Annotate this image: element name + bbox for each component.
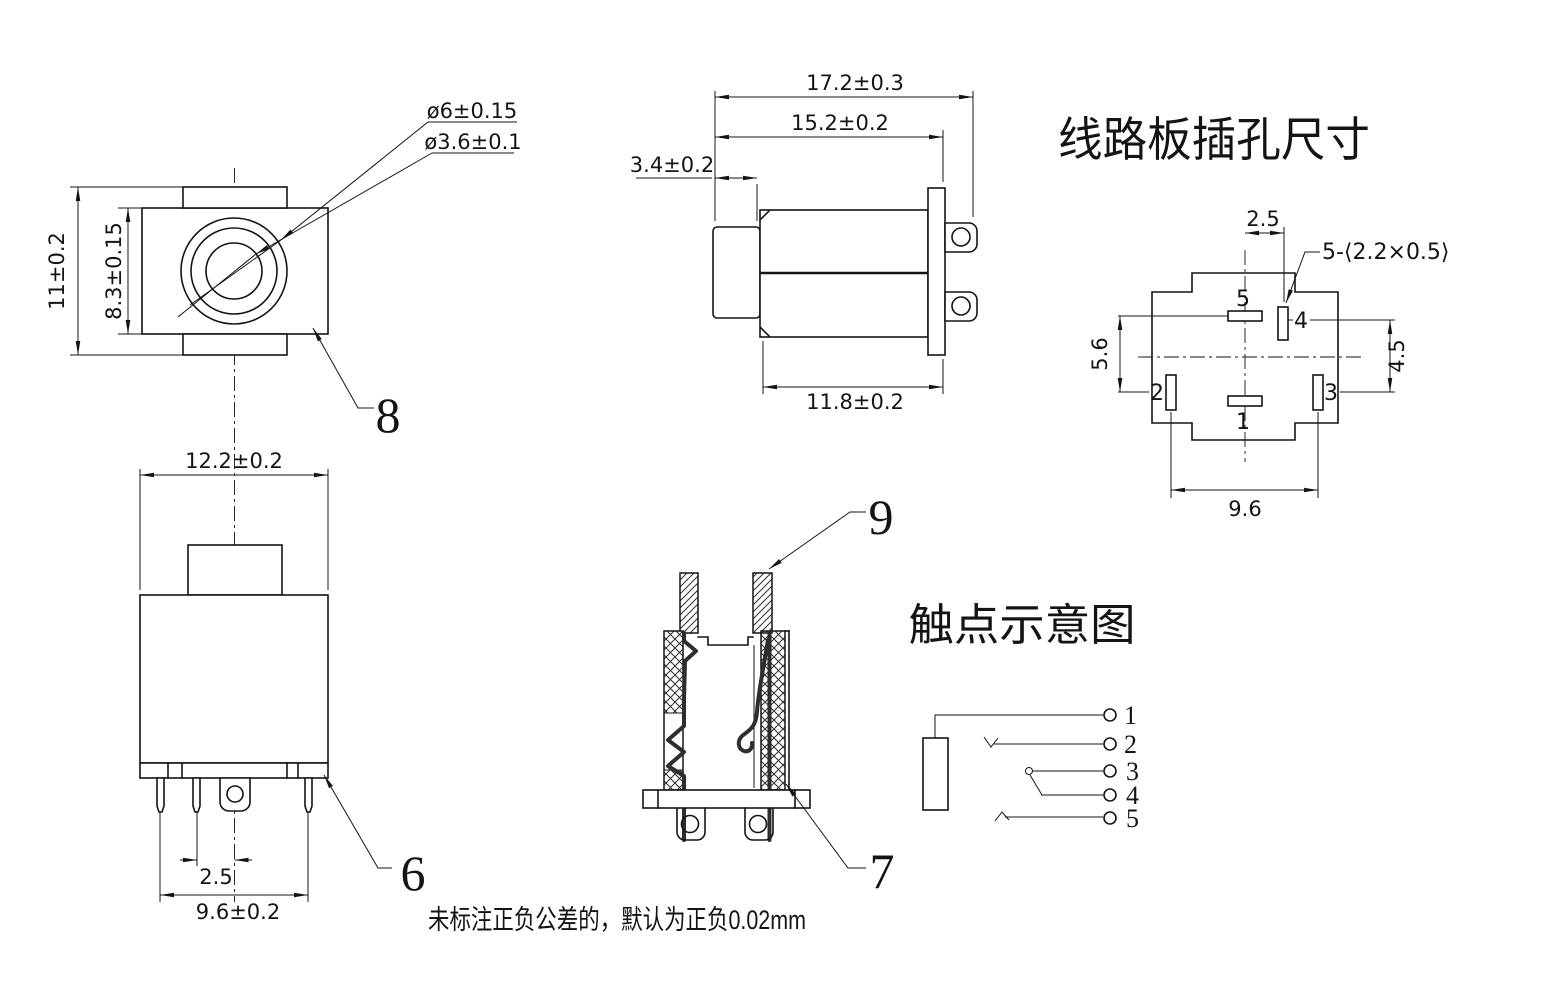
side-bushing [712, 226, 761, 319]
pin-mid [192, 777, 201, 813]
front-bottom-boss [182, 333, 288, 356]
terminal4-label: 4 [1126, 781, 1139, 810]
center-tab-hole [226, 785, 244, 803]
slot-pin3 [1312, 374, 1324, 411]
dim-text-inner-dia: ø3.6±0.1 [424, 130, 521, 154]
dim-text-pcb-right: 4.5 [1385, 339, 1409, 372]
dim-text-total: 17.2±0.3 [806, 71, 904, 95]
front-inner-circle [205, 242, 263, 300]
section-left-contact-spring [666, 631, 698, 842]
leader-part-9 [768, 511, 866, 570]
part-label-9: 9 [869, 489, 894, 545]
dim-text-inner-height: 8.3±0.15 [102, 222, 126, 320]
chamfer-mark [759, 209, 771, 221]
dim-text-pcb-bottom: 9.6 [1228, 497, 1261, 521]
section-right-lug [744, 807, 774, 841]
slot-pin2 [1165, 374, 1177, 411]
front-middle-circle [190, 227, 278, 315]
pin-left [156, 777, 165, 813]
section-right-lug-hole [748, 814, 768, 834]
pcb-pin2-label: 2 [1150, 381, 1164, 406]
front-view: 11±0.2 8.3±0.15 ø6±0.15 ø3.6±0.1 8 [45, 99, 522, 902]
side-top-lug [944, 222, 978, 253]
terminal2-spring-notch [983, 736, 999, 748]
leader-part-6 [323, 774, 392, 869]
side-view: 17.2±0.3 15.2±0.2 3.4±0.2 11.8±0.2 [630, 71, 978, 414]
contact-view-title: 触点示意图 [909, 601, 1136, 650]
switch-lever [1029, 774, 1043, 796]
section-pin-seat [697, 636, 754, 646]
terminal1-circle [1103, 708, 1117, 722]
terminal4-circle [1103, 788, 1117, 802]
slot-pin4 [1277, 306, 1289, 341]
leader-part-8 [312, 327, 374, 409]
dim-text-height: 11±0.2 [45, 232, 69, 310]
section-bushing-left-wall [679, 572, 699, 634]
pin-right [304, 777, 313, 813]
leader-line-dia6 [280, 121, 429, 241]
dim-text-bushing: 3.4±0.2 [630, 153, 714, 177]
dim-text-pcb-left: 5.6 [1088, 337, 1112, 370]
pcb-pin5-label: 5 [1236, 287, 1250, 312]
side-flange [927, 187, 946, 356]
contact-schematic: 触点示意图 1 2 3 4 5 [909, 601, 1140, 833]
slot-spec-text: 5-⟨2.2×0.5⟩ [1322, 240, 1450, 265]
terminal1-label: 1 [1124, 701, 1137, 730]
pcb-hole-view: 线路板插孔尺寸 5 1 4 2 3 2.5 5-⟨2.2×0.5⟩ 5.6 [1058, 113, 1450, 521]
center-tab [219, 777, 251, 812]
side-top-lug-hole [951, 227, 971, 247]
dim-text-to-flange: 15.2±0.2 [791, 111, 889, 135]
front-outer-circle [180, 217, 288, 325]
front-top-boss [182, 186, 288, 209]
section-view: 9 7 [642, 489, 895, 899]
terminal2-label: 2 [1124, 730, 1137, 759]
bottom-boss [187, 544, 283, 596]
dim-text-span: 9.6±0.2 [196, 900, 280, 924]
dim-text-pcb-top: 2.5 [1246, 207, 1279, 231]
part-label-8: 8 [376, 387, 401, 443]
bottom-body [139, 594, 329, 764]
side-bottom-lug-hole [951, 296, 971, 316]
terminal2-circle [1103, 737, 1117, 751]
terminal1-wire [934, 714, 1103, 738]
terminal5-circle [1103, 811, 1117, 825]
section-left-wall-hatch-top [663, 630, 684, 714]
terminal5-label: 5 [1126, 804, 1139, 833]
pcb-view-title: 线路板插孔尺寸 [1058, 113, 1370, 166]
pcb-outline [1151, 272, 1339, 441]
leader-slot-spec [1285, 251, 1320, 304]
slot-pin1 [1227, 395, 1263, 407]
chamfer-mark [759, 326, 771, 338]
leader-line-dia36 [255, 152, 433, 255]
section-center-contact-spring [736, 638, 770, 754]
slot-pin5 [1227, 310, 1263, 322]
dim-text-pitch: 2.5 [199, 865, 232, 889]
pcb-pin4-label: 4 [1294, 309, 1308, 334]
section-flange [642, 789, 811, 809]
terminal3-label: 3 [1126, 757, 1139, 786]
plug-symbol [922, 737, 949, 811]
part-label-6: 6 [401, 845, 426, 901]
tolerance-note: 未标注正负公差的，默认为正负0.02mm [428, 905, 806, 935]
terminal3-contact-dot [1025, 767, 1033, 775]
leader-line-dia36-tail [177, 253, 257, 318]
leader-part-7 [785, 783, 866, 869]
pcb-pin3-label: 3 [1324, 381, 1338, 406]
terminal3-circle [1103, 764, 1117, 778]
part-label-7: 7 [870, 843, 895, 899]
side-bottom-lug [944, 291, 978, 322]
section-left-lug [676, 807, 706, 841]
pcb-pin1-label: 1 [1236, 410, 1250, 435]
section-left-lug-hole [680, 814, 700, 834]
dim-text-width: 12.2±0.2 [185, 449, 283, 473]
dim-text-outer-dia: ø6±0.15 [427, 99, 518, 123]
bottom-view: 12.2±0.2 2.5 9.6±0.2 6 [139, 449, 426, 924]
dim-text-body: 11.8±0.2 [806, 390, 904, 414]
section-bushing-right-wall [752, 572, 773, 634]
